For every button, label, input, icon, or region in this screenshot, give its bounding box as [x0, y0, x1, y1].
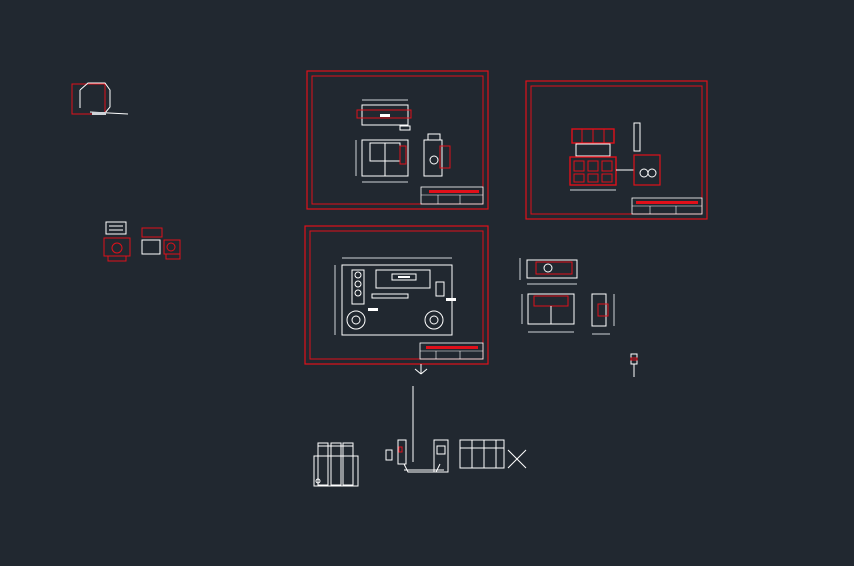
machine-side-red — [597, 303, 609, 317]
sheet-bottom[interactable] — [304, 225, 489, 365]
tank-gauge — [315, 478, 321, 484]
cube-top-face — [79, 82, 111, 114]
leader-line — [414, 368, 422, 375]
front-cell — [587, 173, 599, 183]
title-block — [420, 186, 484, 205]
side-view-red — [439, 145, 451, 169]
detail-machine-views[interactable] — [519, 258, 615, 335]
detail-tanks[interactable] — [313, 442, 359, 487]
machine-label — [398, 276, 410, 278]
roll-right — [424, 310, 444, 330]
cube-red-outline — [71, 83, 106, 115]
component-block — [141, 239, 161, 255]
front-cell — [573, 173, 585, 183]
title-block-text — [426, 346, 478, 349]
component-foot — [165, 253, 181, 260]
component-base — [107, 255, 127, 262]
unit-left — [397, 439, 407, 465]
sheet-top-right[interactable] — [525, 80, 708, 220]
roll-tag — [368, 308, 378, 311]
front-cell — [573, 160, 585, 172]
sheet-outer-border — [306, 70, 489, 210]
detail-components-cluster[interactable] — [103, 221, 181, 262]
unit-right — [459, 439, 505, 469]
column — [633, 122, 641, 152]
detail-leader — [412, 364, 428, 462]
tank — [330, 442, 342, 486]
stack-ring — [354, 289, 362, 297]
control-box — [435, 281, 445, 297]
elevation-tag — [380, 114, 390, 117]
tank — [317, 442, 329, 486]
elevation-top — [361, 104, 409, 126]
unit-center — [433, 439, 449, 473]
side-view-circle — [647, 168, 657, 178]
label-tag — [446, 298, 456, 301]
conveyor-strip — [371, 293, 409, 299]
tank-base — [313, 455, 359, 487]
front-cell — [601, 160, 613, 172]
roll-right-core — [429, 315, 439, 325]
title-block-text — [636, 201, 698, 204]
side-view-red — [633, 154, 661, 186]
machine-main — [375, 269, 431, 289]
x-mark — [507, 449, 527, 469]
post-band — [630, 357, 638, 361]
sheet-outer-border — [304, 225, 489, 365]
sheet-top-left[interactable] — [306, 70, 489, 210]
unit-red-mark — [398, 446, 403, 453]
component-wheel — [111, 242, 123, 254]
sheet-outer-border — [525, 80, 708, 220]
detail-production-line[interactable] — [385, 439, 527, 473]
front-cell — [601, 173, 613, 183]
component-fan — [166, 242, 176, 252]
stack-ring — [354, 271, 362, 279]
sheet-inner-border — [311, 75, 484, 205]
component-side-red — [141, 227, 163, 238]
elevation-foot — [399, 125, 411, 131]
machine-side-view — [591, 293, 607, 327]
sheet-inner-border — [530, 85, 703, 215]
plan-block — [575, 143, 611, 157]
machine-top-red — [535, 261, 573, 275]
side-view-circle — [429, 155, 439, 165]
detail-post[interactable] — [630, 353, 638, 377]
side-view-top — [427, 133, 441, 141]
machine-top-view — [526, 259, 578, 279]
tank — [342, 442, 354, 486]
unit-left-detail — [385, 449, 393, 461]
unit-center-panel — [436, 445, 446, 455]
leader-line — [420, 368, 428, 375]
stack-ring — [354, 280, 362, 288]
title-block-text — [429, 190, 479, 193]
roll-left — [346, 310, 366, 330]
detail-cube-sketch[interactable] — [71, 82, 129, 115]
stack-column — [351, 269, 365, 305]
component-panel — [105, 221, 127, 235]
front-view-red — [569, 156, 617, 186]
roll-left-core — [351, 315, 361, 325]
sheet-inner-border — [309, 230, 484, 360]
elevation-top-red — [356, 109, 412, 119]
base-curve — [403, 463, 441, 473]
machine-detail — [391, 273, 417, 281]
front-cell — [587, 160, 599, 172]
machine-top-circle — [543, 263, 553, 273]
front-view-red-strip — [399, 145, 407, 165]
cube-label-bar — [92, 112, 106, 115]
